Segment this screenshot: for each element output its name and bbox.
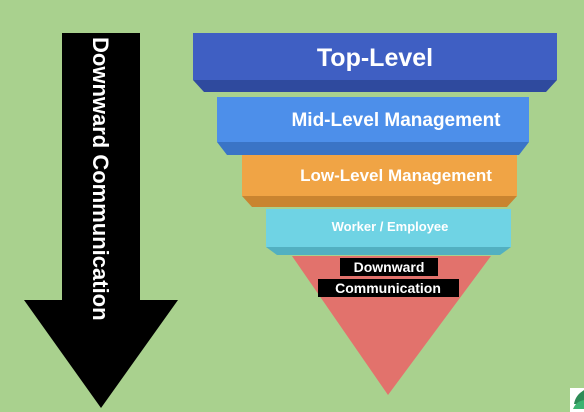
bottom-label-line1-bg <box>340 258 438 276</box>
downward-arrow-shape <box>24 33 178 408</box>
tier-worker-side <box>266 247 511 255</box>
bottom-label-line2-bg <box>318 279 459 297</box>
tier-mid-level: Mid-Level Management <box>217 97 529 155</box>
downward-arrow-label: Downward Communication <box>88 37 113 321</box>
bottom-label-line1: Downward <box>354 259 425 275</box>
tier-mid-level-face <box>217 97 529 142</box>
tier-low-level-label: Low-Level Management <box>300 166 492 185</box>
downward-arrow: Downward Communication <box>24 33 178 408</box>
downward-communication-triangle: Downward Communication <box>292 256 491 395</box>
downward-triangle-shape <box>292 256 491 395</box>
tier-worker-label: Worker / Employee <box>332 219 449 234</box>
tier-top-level-side <box>193 80 557 92</box>
tier-worker: Worker / Employee <box>266 209 511 255</box>
tier-worker-face <box>266 209 511 247</box>
tier-low-level: Low-Level Management <box>242 155 517 207</box>
bottom-label-line2: Communication <box>335 280 441 296</box>
tier-top-level-label: Top-Level <box>317 44 433 72</box>
tier-top-level: Top-Level <box>193 33 557 92</box>
leaf-logo-icon <box>570 388 584 412</box>
tier-low-level-side <box>242 196 517 207</box>
tier-top-level-face <box>193 33 557 80</box>
tier-low-level-face <box>242 155 517 196</box>
tier-mid-level-side <box>217 142 529 155</box>
tier-mid-level-label: Mid-Level Management <box>291 110 501 131</box>
